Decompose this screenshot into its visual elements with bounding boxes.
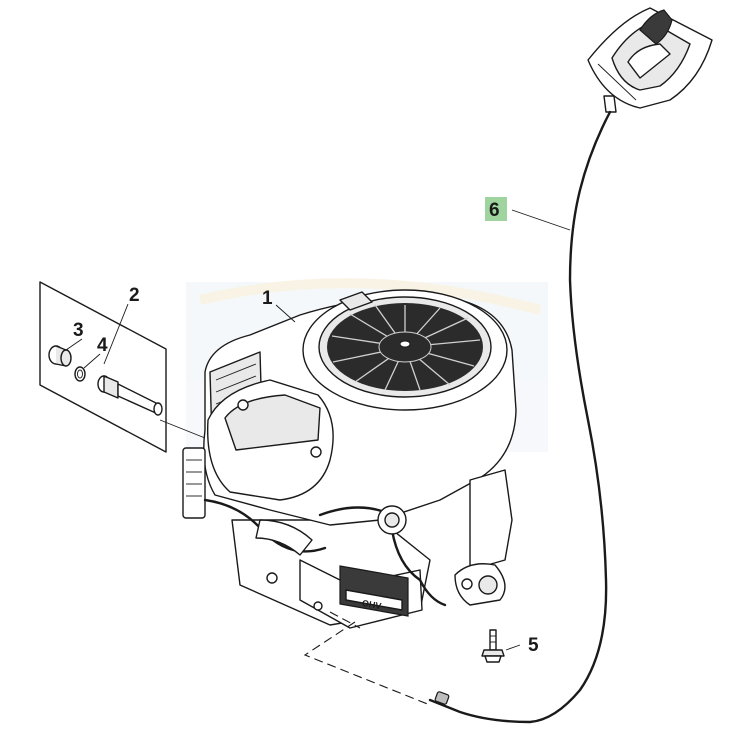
callout-3[interactable]: 3 <box>73 320 84 341</box>
flywheel-screen <box>302 289 508 411</box>
part-6-throttle-cable[interactable] <box>428 7 713 724</box>
part-2-fitting[interactable] <box>97 375 163 416</box>
part-5-bolt[interactable] <box>481 629 521 663</box>
callout-5[interactable]: 5 <box>528 635 539 656</box>
part-1-engine[interactable]: OHV <box>182 289 517 629</box>
callout-6-highlight <box>485 197 507 221</box>
ohv-label: OHV <box>361 598 382 611</box>
fuel-fitting-kit <box>39 281 206 453</box>
guide-lines <box>303 611 431 706</box>
ohv-plate: OHV <box>339 565 409 617</box>
callout-1[interactable]: 1 <box>262 288 273 309</box>
callout-6[interactable]: 6 <box>489 200 500 221</box>
part-3-cap[interactable] <box>48 345 72 367</box>
callout-2[interactable]: 2 <box>129 285 140 306</box>
leaders <box>65 303 296 369</box>
part-4-oring[interactable] <box>74 366 86 382</box>
callout-labels: 1 2 3 4 5 6 <box>73 197 539 656</box>
callout-4[interactable]: 4 <box>97 335 108 356</box>
